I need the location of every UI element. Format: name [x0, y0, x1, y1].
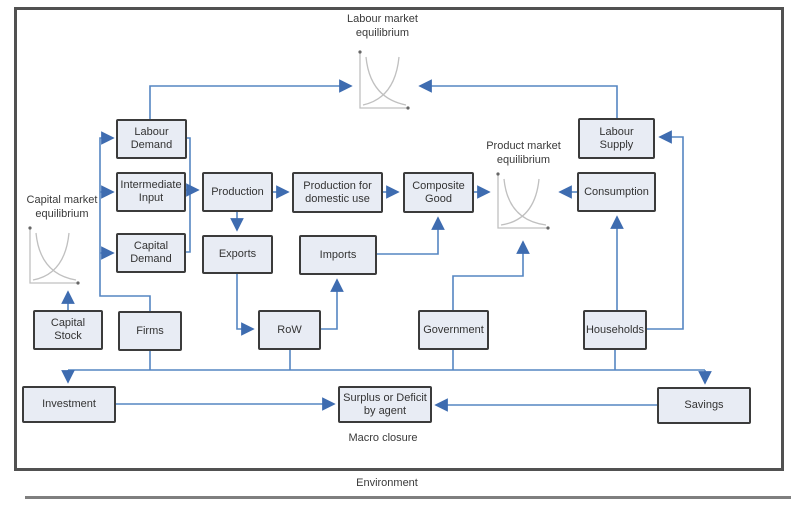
node-investment: Investment — [22, 386, 116, 423]
node-production: Production — [202, 172, 273, 212]
caption-macro-closure: Macro closure — [348, 432, 418, 444]
node-labour-supply: Labour Supply — [578, 118, 655, 159]
caption-product-market-equilibrium: Product market equilibrium — [486, 140, 561, 166]
node-imports: Imports — [299, 235, 377, 275]
node-production-for-domestic-use: Production for domestic use — [292, 172, 383, 213]
node-exports: Exports — [202, 235, 273, 274]
diagram-frame — [14, 7, 784, 471]
node-surplus-or-deficit-by-agent: Surplus or Deficit by agent — [338, 386, 432, 423]
node-capital-stock: Capital Stock — [33, 310, 103, 350]
caption-environment: Environment — [356, 477, 418, 489]
node-households: Households — [583, 310, 647, 350]
node-government: Government — [418, 310, 489, 350]
caption-labour-market-equilibrium: Labour market equilibrium — [347, 13, 418, 39]
node-savings: Savings — [657, 387, 751, 424]
node-consumption: Consumption — [577, 172, 656, 212]
caption-capital-market-equilibrium: Capital market equilibrium — [26, 194, 98, 220]
node-capital-demand: Capital Demand — [116, 233, 186, 273]
node-intermediate-input: Intermediate Input — [116, 172, 186, 212]
node-labour-demand: Labour Demand — [116, 119, 187, 159]
node-composite-good: Composite Good — [403, 172, 474, 213]
node-firms: Firms — [118, 311, 182, 351]
node-rest-of-world: RoW — [258, 310, 321, 350]
environment-underline — [25, 496, 791, 499]
